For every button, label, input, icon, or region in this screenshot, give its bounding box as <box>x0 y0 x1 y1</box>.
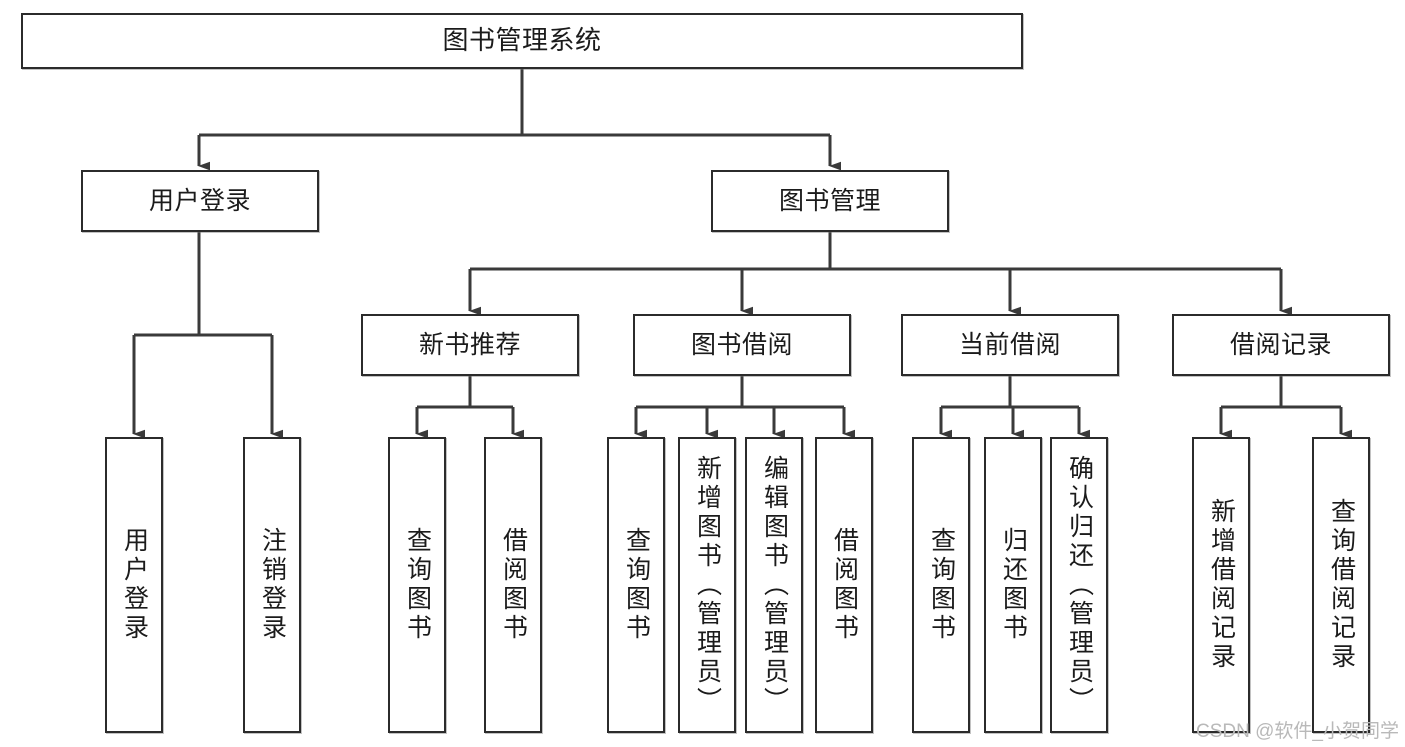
leaf-add-book-admin[interactable]: 新增图书（管理员） <box>678 437 736 733</box>
node-label: 借阅记录 <box>1229 331 1332 359</box>
leaf-confirm-return-admin[interactable]: 确认归还（管理员） <box>1050 437 1108 733</box>
node-borrow-record[interactable]: 借阅记录 <box>1172 314 1390 376</box>
leaf-edit-book-admin[interactable]: 编辑图书（管理员） <box>745 437 803 733</box>
node-label: 新增图书（管理员） <box>693 454 722 716</box>
node-label: 归还图书 <box>999 527 1028 643</box>
node-label: 编辑图书（管理员） <box>760 454 789 716</box>
node-label: 当前借阅 <box>958 331 1061 359</box>
leaf-return-books[interactable]: 归还图书 <box>984 437 1042 733</box>
node-label: 查询借阅记录 <box>1327 498 1356 672</box>
node-current-borrow[interactable]: 当前借阅 <box>901 314 1119 376</box>
node-label: 用户登录 <box>148 187 251 215</box>
leaf-query-books-recommend[interactable]: 查询图书 <box>388 437 446 733</box>
node-label: 新书推荐 <box>418 331 521 359</box>
leaf-logout[interactable]: 注销登录 <box>243 437 301 733</box>
node-label: 图书管理系统 <box>442 25 602 56</box>
node-book-management[interactable]: 图书管理 <box>711 170 949 232</box>
leaf-user-login[interactable]: 用户登录 <box>105 437 163 733</box>
node-root[interactable]: 图书管理系统 <box>21 13 1023 69</box>
node-user-login[interactable]: 用户登录 <box>81 170 319 232</box>
csdn-watermark: CSDN @软件_小贺同学 <box>1196 721 1399 742</box>
node-label: 图书借阅 <box>690 331 793 359</box>
node-new-book-recommend[interactable]: 新书推荐 <box>361 314 579 376</box>
node-book-borrow[interactable]: 图书借阅 <box>633 314 851 376</box>
node-label: 查询图书 <box>622 527 651 643</box>
node-label: 新增借阅记录 <box>1207 498 1236 672</box>
leaf-query-borrow-record[interactable]: 查询借阅记录 <box>1312 437 1370 733</box>
leaf-add-borrow-record[interactable]: 新增借阅记录 <box>1192 437 1250 733</box>
node-label: 图书管理 <box>778 187 881 215</box>
node-label: 用户登录 <box>120 527 149 643</box>
leaf-borrow-books[interactable]: 借阅图书 <box>815 437 873 733</box>
node-label: 查询图书 <box>403 527 432 643</box>
leaf-query-books-borrow[interactable]: 查询图书 <box>607 437 665 733</box>
node-label: 注销登录 <box>258 527 287 643</box>
node-label: 借阅图书 <box>499 527 528 643</box>
node-label: 借阅图书 <box>830 527 859 643</box>
leaf-borrow-books-recommend[interactable]: 借阅图书 <box>484 437 542 733</box>
node-label: 确认归还（管理员） <box>1065 454 1094 716</box>
node-label: 查询图书 <box>927 527 956 643</box>
leaf-query-books-current[interactable]: 查询图书 <box>912 437 970 733</box>
